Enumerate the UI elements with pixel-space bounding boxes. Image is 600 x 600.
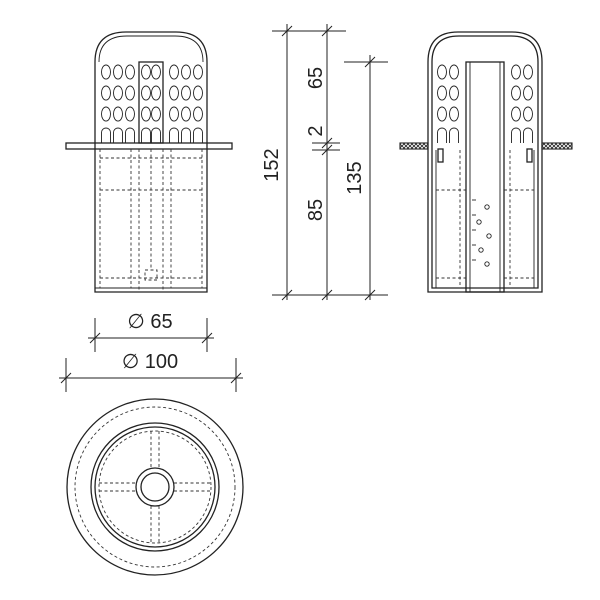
section-flange-left (399, 142, 429, 150)
perforation-slot (523, 127, 533, 143)
label-flange-thickness: 2 (305, 125, 327, 136)
bottom-body-hidden (98, 430, 212, 544)
perforation-hole (101, 106, 111, 122)
tick-body-bottom (364, 289, 376, 301)
perforation-hole (113, 106, 123, 122)
section-view (399, 31, 573, 293)
tick-segment-top (321, 25, 333, 37)
perforation-hole (437, 64, 447, 80)
perforation-hole (193, 64, 203, 80)
tube-drain-hole (478, 247, 484, 253)
perforation-hole (113, 64, 123, 80)
perforation-hole (125, 106, 135, 122)
bottom-rim-hidden (74, 406, 236, 568)
perforation-hole (511, 85, 521, 101)
perforation-hole (141, 106, 151, 122)
perforation-slot (169, 127, 179, 143)
front-elevation (65, 31, 233, 293)
perforation-slot (101, 127, 111, 143)
perforation-hole (181, 106, 191, 122)
perforation-hole (449, 64, 459, 80)
tick-inner-right (201, 332, 213, 344)
label-inner-diameter: ∅ 65 (127, 311, 172, 333)
section-tab-left (437, 148, 444, 163)
front-holes (101, 64, 203, 143)
tick-outer-left (60, 372, 72, 384)
perforation-hole (449, 106, 459, 122)
tube-drain-hole (484, 204, 490, 210)
tick-overall-bottom (281, 289, 293, 301)
section-tab-right (526, 148, 533, 163)
tick-overall-top (281, 25, 293, 37)
perforation-hole (437, 85, 447, 101)
tube-drain-hole (484, 261, 490, 267)
section-inner-wall (431, 35, 539, 289)
front-center-strip (138, 61, 164, 144)
tick-body-top (364, 56, 376, 68)
perforation-slot (449, 127, 459, 143)
bottom-outer-rim (66, 398, 244, 576)
section-holes (437, 64, 533, 267)
perforation-hole (511, 64, 521, 80)
perforation-hole (523, 106, 533, 122)
tube-drain-hole (476, 219, 482, 225)
tick-segment-flange-bottom (321, 144, 333, 156)
perforation-hole (151, 64, 161, 80)
section-outer-wall (427, 31, 543, 293)
front-outline (94, 31, 208, 293)
perforation-hole (141, 64, 151, 80)
perforation-hole (125, 64, 135, 80)
perforation-hole (169, 85, 179, 101)
label-upper-height: 65 (305, 67, 327, 89)
perforation-hole (151, 106, 161, 122)
perforation-hole (125, 85, 135, 101)
tick-segment-bottom (321, 289, 333, 301)
perforation-hole (113, 85, 123, 101)
label-lower-height: 85 (305, 199, 327, 221)
bottom-body-wall (90, 422, 220, 552)
tube-drain-hole (486, 233, 492, 239)
label-outer-diameter: ∅ 100 (122, 351, 178, 373)
perforation-hole (193, 106, 203, 122)
perforation-slot (437, 127, 447, 143)
perforation-slot (125, 127, 135, 143)
perforation-hole (181, 64, 191, 80)
perforation-hole (511, 106, 521, 122)
height-dimensions: 152 65 2 85 135 (261, 24, 388, 301)
perforation-slot (151, 127, 161, 143)
label-body-height: 135 (344, 161, 366, 194)
perforation-hole (101, 64, 111, 80)
tick-inner-left (89, 332, 101, 344)
perforation-hole (101, 85, 111, 101)
perforation-hole (169, 106, 179, 122)
perforation-hole (437, 106, 447, 122)
perforation-hole (141, 85, 151, 101)
perforation-slot (193, 127, 203, 143)
perforation-hole (151, 85, 161, 101)
perforation-slot (181, 127, 191, 143)
perforation-slot (113, 127, 123, 143)
bottom-center-tube-inner (140, 472, 170, 502)
section-flange-right (541, 142, 573, 150)
section-center-tube-outer (465, 61, 505, 293)
perforation-slot (141, 127, 151, 143)
bottom-body-wall-inner (94, 426, 216, 548)
tick-segment-flange-top (321, 137, 333, 149)
bottom-view (66, 398, 244, 576)
perforation-hole (169, 64, 179, 80)
diameter-dimensions: ∅ 65 ∅ 100 (59, 311, 243, 392)
perforation-hole (181, 85, 191, 101)
bottom-center-tube (135, 467, 175, 507)
front-center-notch (144, 269, 158, 281)
perforation-hole (523, 85, 533, 101)
perforation-hole (449, 85, 459, 101)
label-overall-height: 152 (261, 148, 283, 181)
front-dome-inner-line (98, 35, 204, 63)
tick-outer-right (230, 372, 242, 384)
perforation-slot (511, 127, 521, 143)
perforation-hole (193, 85, 203, 101)
perforation-hole (523, 64, 533, 80)
